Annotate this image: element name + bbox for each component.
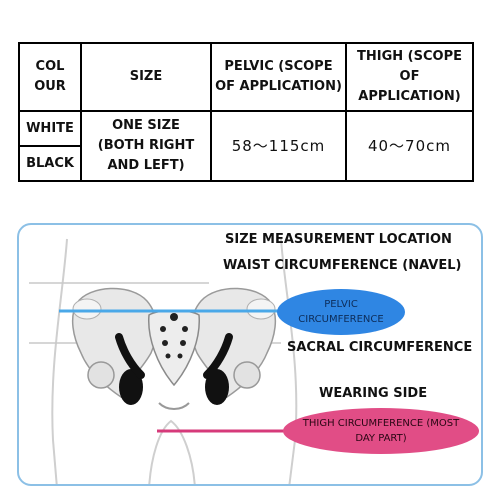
body-illustration	[29, 238, 298, 484]
table-row: BLACK	[18, 145, 473, 182]
table-header-row: COL OUR SIZE PELVIC (SCOPE OF APPLICATIO…	[18, 42, 474, 112]
thigh-badge-line1: THIGH CIRCUMFERENCE (MOST	[302, 418, 460, 429]
header-thigh-line2: APPLICATION)	[358, 89, 461, 104]
pelvic-range: 58～115cm	[210, 110, 347, 182]
pelvic-circumference-badge: PELVIC CIRCUMFERENCE	[277, 289, 405, 335]
thigh-circumference-badge: THIGH CIRCUMFERENCE (MOST DAY PART)	[283, 408, 479, 454]
waist-label: WAIST CIRCUMFERENCE (NAVEL)	[223, 258, 462, 273]
measurement-diagram: SIZE MEASUREMENT LOCATION WAIST CIRCUMFE…	[17, 223, 483, 486]
pelvic-badge-line1: PELVIC	[324, 299, 358, 310]
thigh-badge-line2: DAY PART)	[355, 433, 407, 444]
header-pelvic-line1: PELVIC (SCOPE	[224, 59, 333, 74]
thigh-range: 40～70cm	[345, 110, 474, 182]
colour-white: WHITE	[18, 110, 82, 147]
header-colour-line2: OUR	[34, 79, 66, 94]
size-line2: (BOTH RIGHT	[97, 138, 195, 153]
header-colour-line1: COL	[35, 59, 65, 74]
size-line3: AND LEFT)	[107, 158, 185, 173]
header-pelvic: PELVIC (SCOPE OF APPLICATION)	[210, 42, 347, 112]
header-colour: COL OUR	[18, 42, 82, 112]
header-pelvic-line2: OF APPLICATION)	[215, 79, 342, 94]
size-table: COL OUR SIZE PELVIC (SCOPE OF APPLICATIO…	[18, 42, 474, 182]
pelvic-badge-line2: CIRCUMFERENCE	[298, 314, 384, 325]
size-line1: ONE SIZE	[112, 118, 180, 133]
colour-black: BLACK	[18, 145, 82, 182]
header-thigh: THIGH (SCOPE OF APPLICATION)	[345, 42, 474, 112]
header-size: SIZE	[80, 42, 212, 112]
table-row: WHITE ONE SIZE (BOTH RIGHT AND LEFT) 58～…	[18, 110, 474, 182]
header-thigh-line1: THIGH (SCOPE OF	[357, 49, 462, 84]
sacral-label: SACRAL CIRCUMFERENCE	[287, 340, 473, 355]
diagram-title: SIZE MEASUREMENT LOCATION	[225, 232, 452, 247]
size-cell: ONE SIZE (BOTH RIGHT AND LEFT)	[80, 110, 212, 182]
wearing-side-label: WEARING SIDE	[319, 386, 428, 401]
pelvis-icon	[71, 287, 277, 410]
